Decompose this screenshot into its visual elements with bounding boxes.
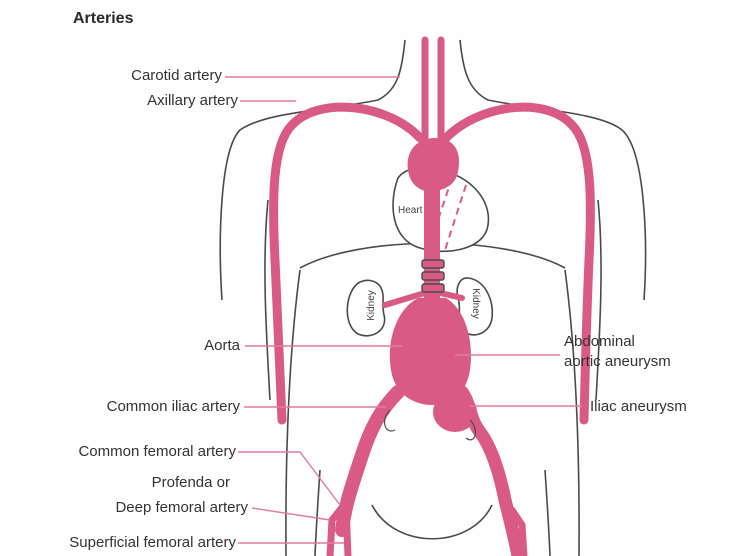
- heart-label: Heart: [398, 205, 422, 216]
- carotid-artery-label: Carotid artery: [60, 67, 222, 84]
- aorta-ring-segments: [422, 260, 444, 292]
- right-leg-line: [545, 470, 550, 556]
- axillary-artery-label: Axillary artery: [78, 92, 238, 109]
- profenda-leader: [252, 508, 330, 520]
- right-torso-side: [565, 270, 579, 556]
- left-inner-arm: [265, 200, 270, 400]
- right-shoulder-outline: [460, 40, 645, 300]
- right-kidney-label: Kidney: [470, 288, 481, 319]
- left-kidney-label: Kidney: [366, 290, 377, 321]
- iliac-aneurysm-label: Iliac aneurysm: [590, 398, 687, 415]
- deep-femoral-artery-label: Deep femoral artery: [60, 499, 248, 516]
- left-shoulder-outline: [220, 40, 405, 300]
- profenda-label-line1: Profenda or: [80, 474, 230, 491]
- right-inner-arm: [596, 200, 601, 400]
- aortic-arch: [408, 138, 459, 192]
- pelvis-outline: [372, 505, 492, 539]
- common-femoral-leader: [238, 452, 340, 505]
- diagram-title: Arteries: [73, 10, 133, 28]
- aorta-label: Aorta: [140, 337, 240, 354]
- abdominal-label-line1: Abdominal: [564, 333, 635, 350]
- femoral-branches: [330, 505, 524, 556]
- superficial-femoral-artery-label: Superficial femoral artery: [4, 534, 236, 551]
- abdominal-aortic-aneurysm-label: aortic aneurysm: [564, 353, 671, 370]
- iliac-aneurysm-bulge: [433, 392, 477, 432]
- common-iliac-artery-label: Common iliac artery: [30, 398, 240, 415]
- common-femoral-artery-label: Common femoral artery: [14, 443, 236, 460]
- left-iliac-vessel: [342, 392, 398, 530]
- left-superficial-femoral: [346, 505, 348, 556]
